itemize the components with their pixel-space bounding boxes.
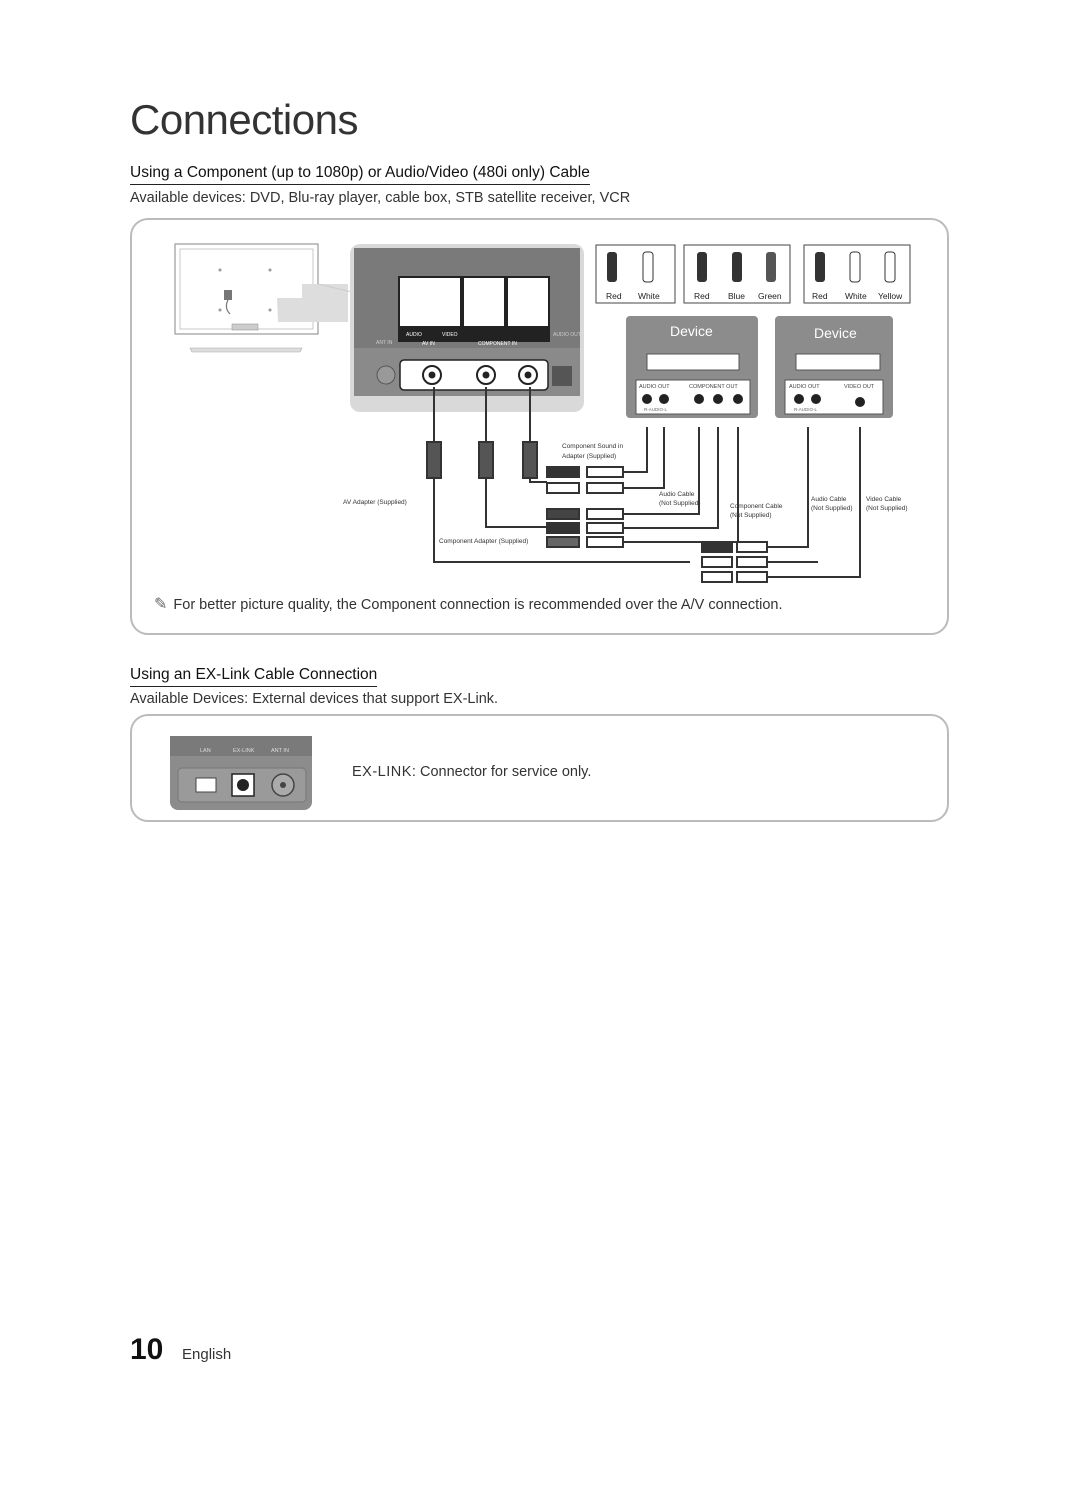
tv-input-panel: AUDIO VIDEO AV IN COMPONENT IN ANT IN AU… — [350, 244, 584, 412]
svg-text:ANT IN: ANT IN — [271, 748, 289, 754]
svg-text:Device: Device — [670, 323, 713, 339]
svg-text:VIDEO OUT: VIDEO OUT — [844, 384, 875, 390]
note-pencil-icon: ✎ — [154, 596, 168, 613]
svg-text:AUDIO OUT: AUDIO OUT — [553, 332, 581, 338]
section-heading-exlink: Using an EX-Link Cable Connection — [130, 666, 378, 687]
svg-text:ANT IN: ANT IN — [376, 340, 393, 346]
svg-text:AV Adapter (Supplied): AV Adapter (Supplied) — [343, 499, 407, 506]
svg-text:Green: Green — [758, 291, 782, 301]
svg-text:VIDEO: VIDEO — [442, 332, 458, 338]
svg-text:EX-LINK: EX-LINK — [233, 748, 255, 754]
component-connection-diagram: AUDIO VIDEO AV IN COMPONENT IN ANT IN AU… — [174, 243, 911, 583]
svg-text:Component Sound in: Component Sound in — [562, 443, 623, 450]
svg-text:Video Cable: Video Cable — [866, 496, 902, 503]
page-language: English — [182, 1346, 232, 1363]
svg-text:LAN: LAN — [200, 748, 211, 754]
component-diagram-frame: AUDIO VIDEO AV IN COMPONENT IN ANT IN AU… — [130, 218, 949, 635]
svg-text:(Not Supplied): (Not Supplied) — [866, 505, 908, 512]
svg-text:Component Adapter (Supplied): Component Adapter (Supplied) — [439, 538, 528, 545]
svg-text:Yellow: Yellow — [878, 291, 903, 301]
exlink-term: EX-LINK — [352, 764, 412, 780]
plug-group-3: Red White Yellow — [803, 244, 911, 304]
svg-text:Red: Red — [812, 291, 828, 301]
svg-text:Component Cable: Component Cable — [730, 503, 783, 510]
tv-rear-illustration — [174, 243, 353, 353]
device-right: Device AUDIO OUT VIDEO OUT R-AUDIO-L — [775, 316, 893, 418]
exlink-port-panel: LAN EX-LINK ANT IN — [170, 736, 312, 810]
svg-text:R-AUDIO-L: R-AUDIO-L — [794, 407, 817, 412]
svg-text:AUDIO: AUDIO — [406, 332, 422, 338]
svg-text:COMPONENT IN: COMPONENT IN — [478, 341, 517, 347]
plug-group-2: Red Blue Green — [683, 244, 791, 304]
svg-text:COMPONENT OUT: COMPONENT OUT — [689, 384, 738, 390]
svg-text:Audio Cable: Audio Cable — [811, 496, 847, 503]
svg-text:(Not Supplied): (Not Supplied) — [730, 512, 772, 519]
svg-text:White: White — [638, 291, 660, 301]
svg-text:(Not Supplied): (Not Supplied) — [811, 505, 853, 512]
exlink-diagram-frame: LAN EX-LINK ANT IN EX-LINK: Connector fo… — [130, 714, 949, 822]
svg-text:Blue: Blue — [728, 291, 745, 301]
svg-text:White: White — [845, 291, 867, 301]
note-text: ✎ For better picture quality, the Compone… — [154, 594, 782, 614]
svg-text:R-AUDIO-L: R-AUDIO-L — [644, 407, 667, 412]
exlink-desc: : Connector for service only. — [411, 764, 592, 780]
cable-lines — [426, 387, 861, 583]
svg-text:AUDIO OUT: AUDIO OUT — [639, 384, 670, 390]
available-devices-exlink: Available Devices: External devices that… — [130, 691, 499, 707]
svg-text:Adapter (Supplied): Adapter (Supplied) — [562, 453, 616, 460]
svg-text:AUDIO OUT: AUDIO OUT — [789, 384, 820, 390]
svg-text:AV IN: AV IN — [422, 341, 435, 347]
svg-text:Red: Red — [606, 291, 622, 301]
page-title: Connections — [130, 96, 358, 143]
device-left: Device AUDIO OUT COMPONENT OUT R-AUDIO-L — [626, 316, 758, 418]
note-body: For better picture quality, the Componen… — [173, 597, 783, 613]
svg-text:Audio Cable: Audio Cable — [659, 491, 695, 498]
svg-text:Device: Device — [814, 325, 857, 341]
exlink-description: EX-LINK: Connector for service only. — [352, 764, 591, 780]
plug-group-1: Red White — [595, 244, 676, 304]
page-number: 10 — [130, 1333, 164, 1366]
available-devices-component: Available devices: DVD, Blu-ray player, … — [130, 190, 631, 206]
callout-labels: Component Sound in Adapter (Supplied) AV… — [343, 443, 908, 545]
svg-text:(Not Supplied): (Not Supplied) — [659, 500, 701, 507]
section-heading-component: Using a Component (up to 1080p) or Audio… — [130, 164, 590, 185]
svg-text:Red: Red — [694, 291, 710, 301]
